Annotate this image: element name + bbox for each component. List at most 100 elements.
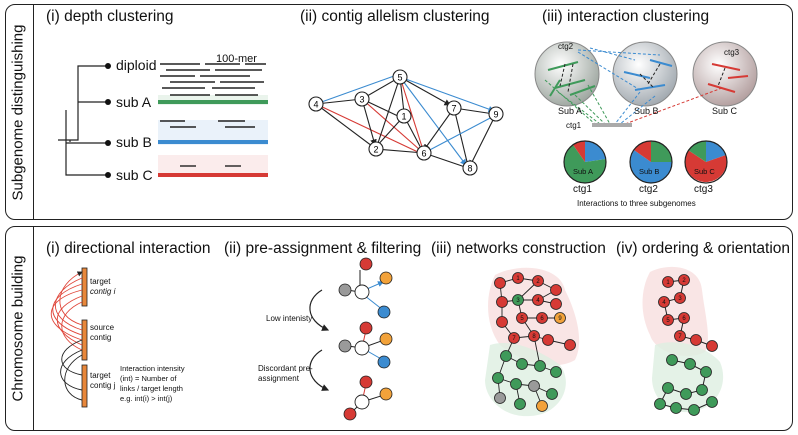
target-contig-i-label: target contig i <box>90 277 115 297</box>
links-to-i <box>50 271 83 351</box>
chromosome-building-side-label: Chromosome building <box>3 226 34 431</box>
network-node-label: 3 <box>516 298 520 304</box>
preassign-step-2 <box>338 321 393 369</box>
directional-interaction-title: (i) directional interaction <box>46 240 211 257</box>
sub-a-bar <box>158 100 268 104</box>
network-node-label: 8 <box>532 334 536 340</box>
pie-name-ctg2: ctg2 <box>639 184 658 195</box>
ctg1-bar-label: ctg1 <box>566 121 582 130</box>
intensity-line2: (int) = Number of <box>120 374 177 383</box>
interaction-clustering-title: (iii) interaction clustering <box>542 8 710 25</box>
preassignment-title: (ii) pre-assignment & filtering <box>224 240 422 257</box>
label-diploid: diploid <box>116 57 157 73</box>
red-order-shade <box>642 266 709 356</box>
sub-c-bar <box>158 173 268 177</box>
target-contig-j-bar <box>81 364 88 408</box>
sphere-intra-links <box>559 63 726 93</box>
network-node-label: 1 <box>516 276 520 282</box>
network-node-label: 5 <box>520 316 524 322</box>
network-node-label: 9 <box>558 316 562 322</box>
ordering-nodes <box>654 274 718 416</box>
source-line1: source <box>90 323 115 332</box>
interaction-links <box>544 47 723 125</box>
tree-tip-dots <box>105 63 111 178</box>
chromosome-building-panel <box>5 226 793 431</box>
label-sub-a: sub A <box>116 94 152 110</box>
intensity-line4: e.g. int(i) > int(j) <box>120 394 173 403</box>
links-to-j <box>60 339 83 401</box>
sphere-sub-c <box>692 41 758 107</box>
pie-inner-label-1: Sub A <box>573 167 594 176</box>
pie-name-ctg1: ctg1 <box>573 184 592 195</box>
sphere-label-sub-c: Sub C <box>712 106 738 116</box>
kmer-reads <box>160 63 266 167</box>
allelism-nodes <box>308 69 504 176</box>
source-contig-label: source contig <box>90 323 114 343</box>
kmer-label: 100-mer <box>216 53 257 65</box>
ordering-node-label: 7 <box>678 334 682 340</box>
target-j-line2: contig j <box>90 381 116 390</box>
sphere-sub-b <box>612 41 678 107</box>
sub-b-bar <box>158 140 268 144</box>
label-sub-b: sub B <box>116 134 152 150</box>
sphere-contigs <box>547 59 749 97</box>
subgenome-distinguishing-panel <box>5 4 793 220</box>
discordant-line1: Discordant pre- <box>258 364 313 373</box>
node-label: 8 <box>467 164 472 174</box>
intensity-line1: Interaction intensity <box>120 364 185 373</box>
node-label: 9 <box>493 110 498 120</box>
pie-ctg1 <box>563 140 607 184</box>
pie-caption: Interactions to three subgenomes <box>577 199 696 208</box>
preassign-step-1 <box>338 257 393 319</box>
ordering-node-label: 4 <box>662 300 666 306</box>
target-contig-j-label: target contig j <box>90 371 115 391</box>
side-label-text: Chromosome building <box>9 255 27 402</box>
arrow-discordant <box>309 349 330 391</box>
allelism-clustering-title: (ii) contig allelism clustering <box>300 8 490 25</box>
node-label: 5 <box>397 73 402 83</box>
ordering-orientation-title: (iv) ordering & orientation <box>616 240 791 257</box>
network-node-label: 4 <box>536 298 540 304</box>
ordering-node-label: 6 <box>682 316 686 322</box>
discordant-line2: assignment <box>258 374 299 383</box>
allelism-node-labels: 1 2 3 4 5 6 7 8 9 <box>313 73 498 174</box>
sub-c-band <box>158 155 268 177</box>
network-node-labels: 1 2 3 4 5 6 7 8 9 <box>512 276 562 342</box>
ordering-node-labels: 1 2 3 4 5 6 7 <box>662 278 686 340</box>
network-nodes <box>492 272 576 412</box>
target-contig-i-bar <box>81 267 88 307</box>
node-label: 1 <box>401 112 406 122</box>
arrow-low-intensity <box>309 289 330 331</box>
intensity-line3: links / target length <box>120 384 183 393</box>
network-node-label: 2 <box>536 279 540 285</box>
pie-ctg3 <box>684 140 728 184</box>
network-node-label: 6 <box>540 316 544 322</box>
discordant-label: Discordant pre- assignment <box>258 364 313 384</box>
networks-construction-title: (iii) networks construction <box>431 240 606 257</box>
sphere-label-sub-a: Sub A <box>558 106 583 116</box>
pie-inner-label-3: Sub C <box>694 167 715 176</box>
intensity-description: Interaction intensity (int) = Number of … <box>120 364 185 404</box>
pie-inner-label-2: Sub B <box>639 167 660 176</box>
node-label: 7 <box>451 104 456 114</box>
ctg1-bar <box>592 123 632 127</box>
target-j-line1: target <box>90 371 111 380</box>
sphere-label-sub-b: Sub B <box>634 106 659 116</box>
node-label: 6 <box>421 149 426 159</box>
ordering-node-label: 3 <box>678 296 682 302</box>
network-node-label: 7 <box>512 336 516 342</box>
node-label: 4 <box>313 100 318 110</box>
ctg3-sphere-label: ctg3 <box>724 48 740 57</box>
label-sub-c: sub C <box>116 167 153 183</box>
target-i-line1: target <box>90 277 111 286</box>
target-i-line2: contig i <box>90 287 116 296</box>
source-line2: contig <box>90 333 112 342</box>
depth-tree <box>58 65 108 176</box>
ordering-node-label: 2 <box>682 278 686 284</box>
ordering-node-label: 5 <box>666 318 670 324</box>
pie-name-ctg3: ctg3 <box>694 184 713 195</box>
node-label: 2 <box>373 145 378 155</box>
pie-ctg2 <box>629 140 673 184</box>
preassign-step-3 <box>343 375 393 421</box>
